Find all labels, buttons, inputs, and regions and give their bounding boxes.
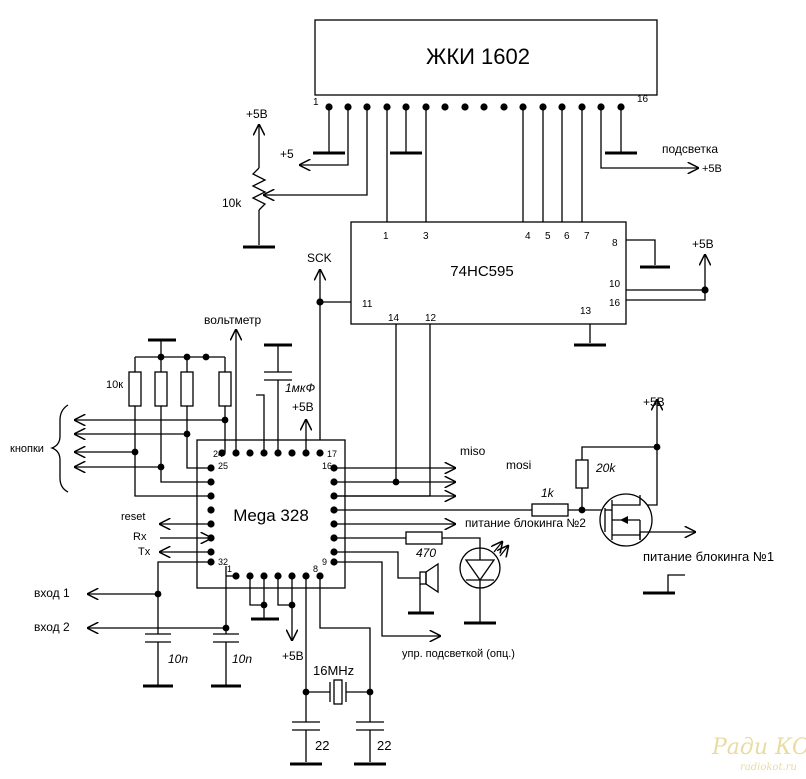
mcu-pin-17: 17 <box>327 449 337 459</box>
radiokot-watermark: Ради КОТ radiokot.ru <box>711 735 806 773</box>
mcu-pin-1: 1 <box>227 564 232 574</box>
cap-10n-1-label: 10n <box>168 652 188 666</box>
cap-22-1-label: 22 <box>315 738 329 753</box>
watermark-line2: radiokot.ru <box>740 762 797 773</box>
backlight-5v-label: +5В <box>702 163 722 175</box>
r-buttons-label: 10к <box>106 379 123 391</box>
shift-register-wiring <box>316 239 708 492</box>
mcu-top-wiring <box>236 330 306 453</box>
lcd-pins <box>325 103 625 111</box>
input1-label: вход 1 <box>34 586 70 600</box>
pot-value-label: 10k <box>222 196 242 210</box>
mosi-label: mosi <box>506 458 531 472</box>
backlight-ctrl-label: упр. подсветкой (опц.) <box>402 648 515 660</box>
sr-pin-7: 7 <box>584 231 590 242</box>
buttons-label: кнопки <box>10 443 44 455</box>
sr-pin-8: 8 <box>612 238 618 249</box>
led <box>459 542 508 625</box>
sr-pin-10: 10 <box>609 279 621 290</box>
plus5v-mcu-top-label: +5В <box>292 400 314 414</box>
tx-label: Tx <box>138 546 151 558</box>
sck-label: SCK <box>307 251 332 265</box>
mosfet-transistor <box>599 493 695 547</box>
mcu-mega328: Mega 328 24 17 25 16 32 1 8 9 <box>196 439 346 589</box>
plus5v-pot-label: +5В <box>246 107 268 121</box>
contrast-potentiometer <box>243 125 275 249</box>
mcu-left-wiring <box>88 524 241 688</box>
mcu-right-wiring <box>334 400 660 636</box>
sr-pin-4: 4 <box>525 231 531 242</box>
mcu-pin-9: 9 <box>322 557 327 567</box>
mcu-pin-8: 8 <box>313 564 318 574</box>
sr-pin-12: 12 <box>425 313 437 324</box>
input2-label: вход 2 <box>34 620 70 634</box>
mcu-pin-32: 32 <box>218 557 228 567</box>
power-block1-label: питание блокинга №1 <box>643 549 774 564</box>
lcd-module: ЖКИ 1602 1 16 <box>313 19 658 108</box>
sr-pin-16: 16 <box>609 298 621 309</box>
mcu-pin-25: 25 <box>218 461 228 471</box>
sr-pin-13: 13 <box>580 306 592 317</box>
mcu-title: Mega 328 <box>233 506 309 525</box>
lcd-pin-first: 1 <box>313 97 319 108</box>
speaker <box>408 562 439 615</box>
lcd-wiring <box>275 107 698 222</box>
sr-pin-6: 6 <box>564 231 570 242</box>
backlight-label: подсветка <box>662 142 718 156</box>
plus5v-sr-label: +5В <box>692 237 714 251</box>
button-pullups <box>50 338 232 497</box>
sr-pin-14: 14 <box>388 313 400 324</box>
mcu-pin-16: 16 <box>322 461 332 471</box>
sr-pin-11: 11 <box>362 299 373 310</box>
mcu-bottom-wiring <box>249 576 386 766</box>
voltmeter-label: вольтметр <box>204 313 261 327</box>
reset-label: reset <box>121 511 145 523</box>
plus5v-mcu-bottom-label: +5В <box>282 649 304 663</box>
sr-pin-5: 5 <box>545 231 551 242</box>
r-1k-label: 1k <box>541 486 555 500</box>
power-block1-gnd-wire <box>667 574 685 592</box>
cap-1uf-label: 1мкФ <box>285 381 316 395</box>
plus5v-mosfet-label: +5В <box>643 395 665 409</box>
r-470-label: 470 <box>416 546 436 560</box>
power-block2-label: питание блокинга №2 <box>465 516 586 530</box>
rx-label: Rx <box>133 531 147 543</box>
mcu-pin-24: 24 <box>213 449 223 459</box>
miso-label: miso <box>460 444 486 458</box>
cap-10n-2-label: 10n <box>232 652 252 666</box>
shift-register-title: 74HC595 <box>450 263 513 280</box>
lcd-pin-last: 16 <box>637 94 649 105</box>
watermark-line1: Ради КОТ <box>711 735 806 760</box>
r-20k-label: 20k <box>595 461 616 475</box>
sr-pin-3: 3 <box>423 231 429 242</box>
crystal-label: 16MHz <box>313 663 354 678</box>
lcd-title: ЖКИ 1602 <box>426 44 530 69</box>
plus5-lcd-label: +5 <box>280 147 294 161</box>
cap-22-2-label: 22 <box>377 738 391 753</box>
sr-pin-1: 1 <box>383 231 389 242</box>
shift-register-74hc595: 74HC595 1 3 4 5 6 7 8 10 16 11 14 12 13 <box>350 221 627 325</box>
